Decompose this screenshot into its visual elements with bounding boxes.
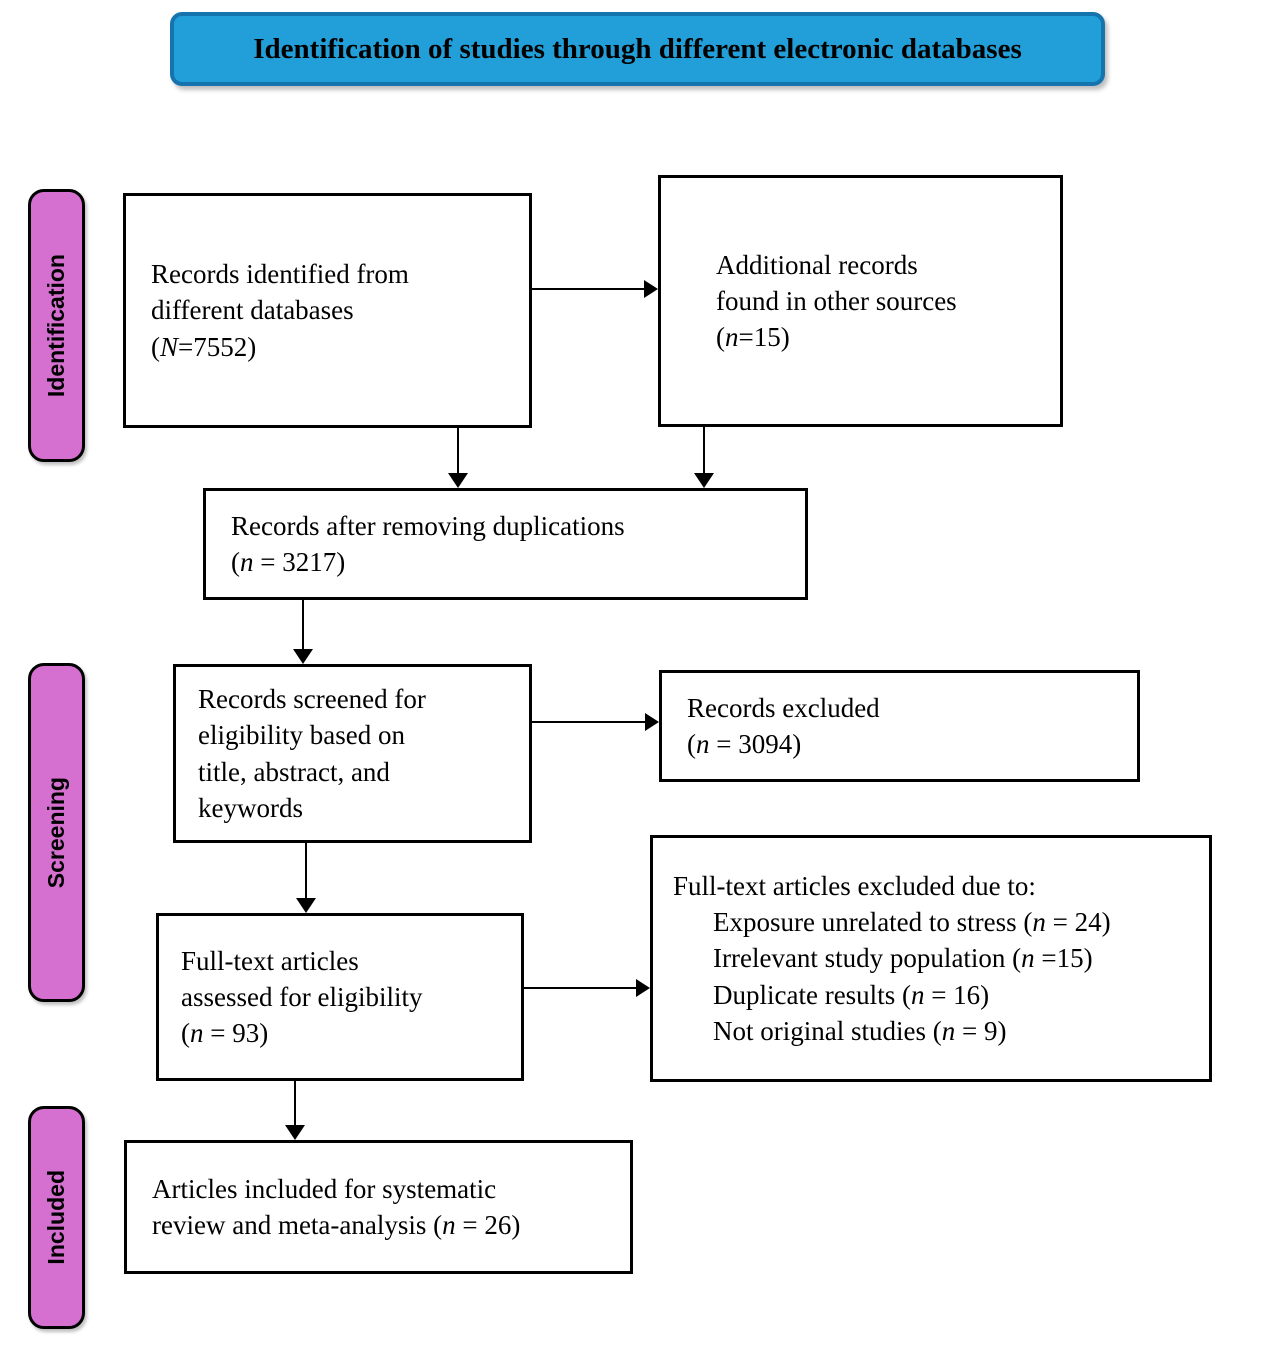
count-variable: n xyxy=(1021,943,1035,974)
arrow-shaft xyxy=(305,843,307,899)
box-records-excluded: Records excluded (n = 3094) xyxy=(659,670,1140,782)
arrow-head-right-icon xyxy=(636,979,650,997)
stage-label-screening-text: Screening xyxy=(43,776,69,889)
count-variable: n xyxy=(910,979,925,1010)
arrow-shaft xyxy=(532,721,646,723)
box-additional-records: Additional records found in other sources… xyxy=(658,175,1063,427)
arrow-screened-to-excluded xyxy=(532,713,659,731)
count-value: = 24) xyxy=(1045,907,1111,938)
count-open: ( xyxy=(231,547,240,577)
box-line: eligibility based on xyxy=(198,720,405,751)
count-value: = 93) xyxy=(203,1018,269,1049)
box-line: review and meta-analysis ( xyxy=(152,1210,443,1240)
arrow-head-down-icon xyxy=(694,473,714,488)
arrow-fulltext-to-included xyxy=(285,1081,305,1140)
count-value: =15) xyxy=(738,322,790,353)
arrow-head-down-icon xyxy=(448,473,468,488)
box-articles-included-text: Articles included for systematic review a… xyxy=(127,1171,630,1243)
count-value: = 16) xyxy=(924,979,990,1010)
stage-label-identification-text: Identification xyxy=(43,253,69,398)
box-additional-records-text: Additional records found in other sources… xyxy=(661,247,1060,356)
count-open: ( xyxy=(151,331,160,362)
exclusion-item: Irrelevant study population (n =15) xyxy=(673,940,1209,976)
box-line: title, abstract, and xyxy=(198,756,390,787)
arrow-shaft xyxy=(302,600,304,650)
count-value: = 9) xyxy=(955,1015,1007,1046)
box-line: Additional records xyxy=(716,249,918,280)
count-variable: n xyxy=(240,547,254,577)
box-line: Records after removing duplications xyxy=(231,510,625,541)
box-line: different databases xyxy=(151,295,354,326)
box-records-excluded-text: Records excluded (n = 3094) xyxy=(662,690,1137,762)
box-line: assessed for eligibility xyxy=(181,981,423,1012)
box-fulltext-excluded: Full-text articles excluded due to: Expo… xyxy=(650,835,1212,1082)
box-line: Articles included for systematic xyxy=(152,1173,497,1204)
arrow-shaft xyxy=(294,1081,296,1126)
exclusion-item: Exposure unrelated to stress (n = 24) xyxy=(673,904,1209,940)
exclusion-item: Duplicate results (n = 16) xyxy=(673,977,1209,1013)
box-line: Exposure unrelated to stress ( xyxy=(713,907,1033,938)
box-records-screened-text: Records screened for eligibility based on… xyxy=(176,681,529,826)
box-line: Irrelevant study population ( xyxy=(713,943,1022,974)
box-articles-included: Articles included for systematic review a… xyxy=(124,1140,633,1274)
arrow-identified-to-additional xyxy=(532,280,658,298)
diagram-title-banner: Identification of studies through differ… xyxy=(170,12,1105,86)
count-open: ( xyxy=(687,729,696,759)
box-line: Duplicate results ( xyxy=(713,979,911,1010)
count-variable: n xyxy=(941,1015,956,1046)
box-line: Not original studies ( xyxy=(713,1015,942,1046)
count-value: = 3094) xyxy=(709,729,802,759)
arrow-head-down-icon xyxy=(285,1125,305,1140)
stage-label-included: Included xyxy=(28,1106,85,1329)
count-value: =7552) xyxy=(178,331,257,362)
box-line: Full-text articles xyxy=(181,945,359,976)
box-after-duplications-text: Records after removing duplications (n = … xyxy=(206,508,805,580)
box-fulltext-assessed: Full-text articles assessed for eligibili… xyxy=(156,913,524,1081)
exclusion-item: Not original studies (n = 9) xyxy=(673,1013,1209,1049)
arrow-shaft xyxy=(524,987,637,989)
arrow-fulltext-to-excluded xyxy=(524,979,650,997)
arrow-shaft xyxy=(703,427,705,474)
arrow-shaft xyxy=(532,288,645,290)
diagram-title: Identification of studies through differ… xyxy=(253,32,1022,65)
box-fulltext-excluded-text: Full-text articles excluded due to: Expo… xyxy=(653,868,1209,1049)
exclusion-heading: Full-text articles excluded due to: xyxy=(673,868,1209,904)
box-records-screened: Records screened for eligibility based on… xyxy=(173,664,532,843)
box-line: Records excluded xyxy=(687,692,880,723)
count-value: = 26) xyxy=(455,1210,521,1240)
box-line: keywords xyxy=(198,792,303,823)
box-records-identified-text: Records identified from different databas… xyxy=(126,256,529,365)
box-after-duplications: Records after removing duplications (n = … xyxy=(203,488,808,600)
box-line: Full-text articles excluded due to: xyxy=(673,871,1036,902)
box-line: found in other sources xyxy=(716,285,957,316)
arrow-head-down-icon xyxy=(293,649,313,664)
count-open: ( xyxy=(716,322,725,353)
count-value: =15) xyxy=(1034,943,1093,974)
box-fulltext-assessed-text: Full-text articles assessed for eligibili… xyxy=(159,943,521,1052)
count-variable: n xyxy=(1032,907,1046,938)
count-variable: n xyxy=(725,322,739,353)
arrow-head-right-icon xyxy=(645,713,659,731)
count-variable: N xyxy=(160,331,179,362)
count-variable: n xyxy=(442,1210,456,1240)
box-line: Records identified from xyxy=(151,259,409,290)
stage-label-included-text: Included xyxy=(43,1170,69,1265)
box-records-identified: Records identified from different databas… xyxy=(123,193,532,428)
count-open: ( xyxy=(181,1018,190,1049)
box-line: Records screened for xyxy=(198,684,426,715)
arrow-head-right-icon xyxy=(644,280,658,298)
count-variable: n xyxy=(190,1018,204,1049)
arrow-screened-to-fulltext xyxy=(296,843,316,913)
arrow-identified-to-duplications xyxy=(448,428,468,488)
count-variable: n xyxy=(696,729,710,759)
arrow-duplications-to-screened xyxy=(293,600,313,664)
stage-label-identification: Identification xyxy=(28,189,85,462)
arrow-shaft xyxy=(457,428,459,474)
count-value: = 3217) xyxy=(253,547,346,577)
stage-label-screening: Screening xyxy=(28,663,85,1002)
arrow-additional-to-duplications xyxy=(694,427,714,488)
arrow-head-down-icon xyxy=(296,898,316,913)
